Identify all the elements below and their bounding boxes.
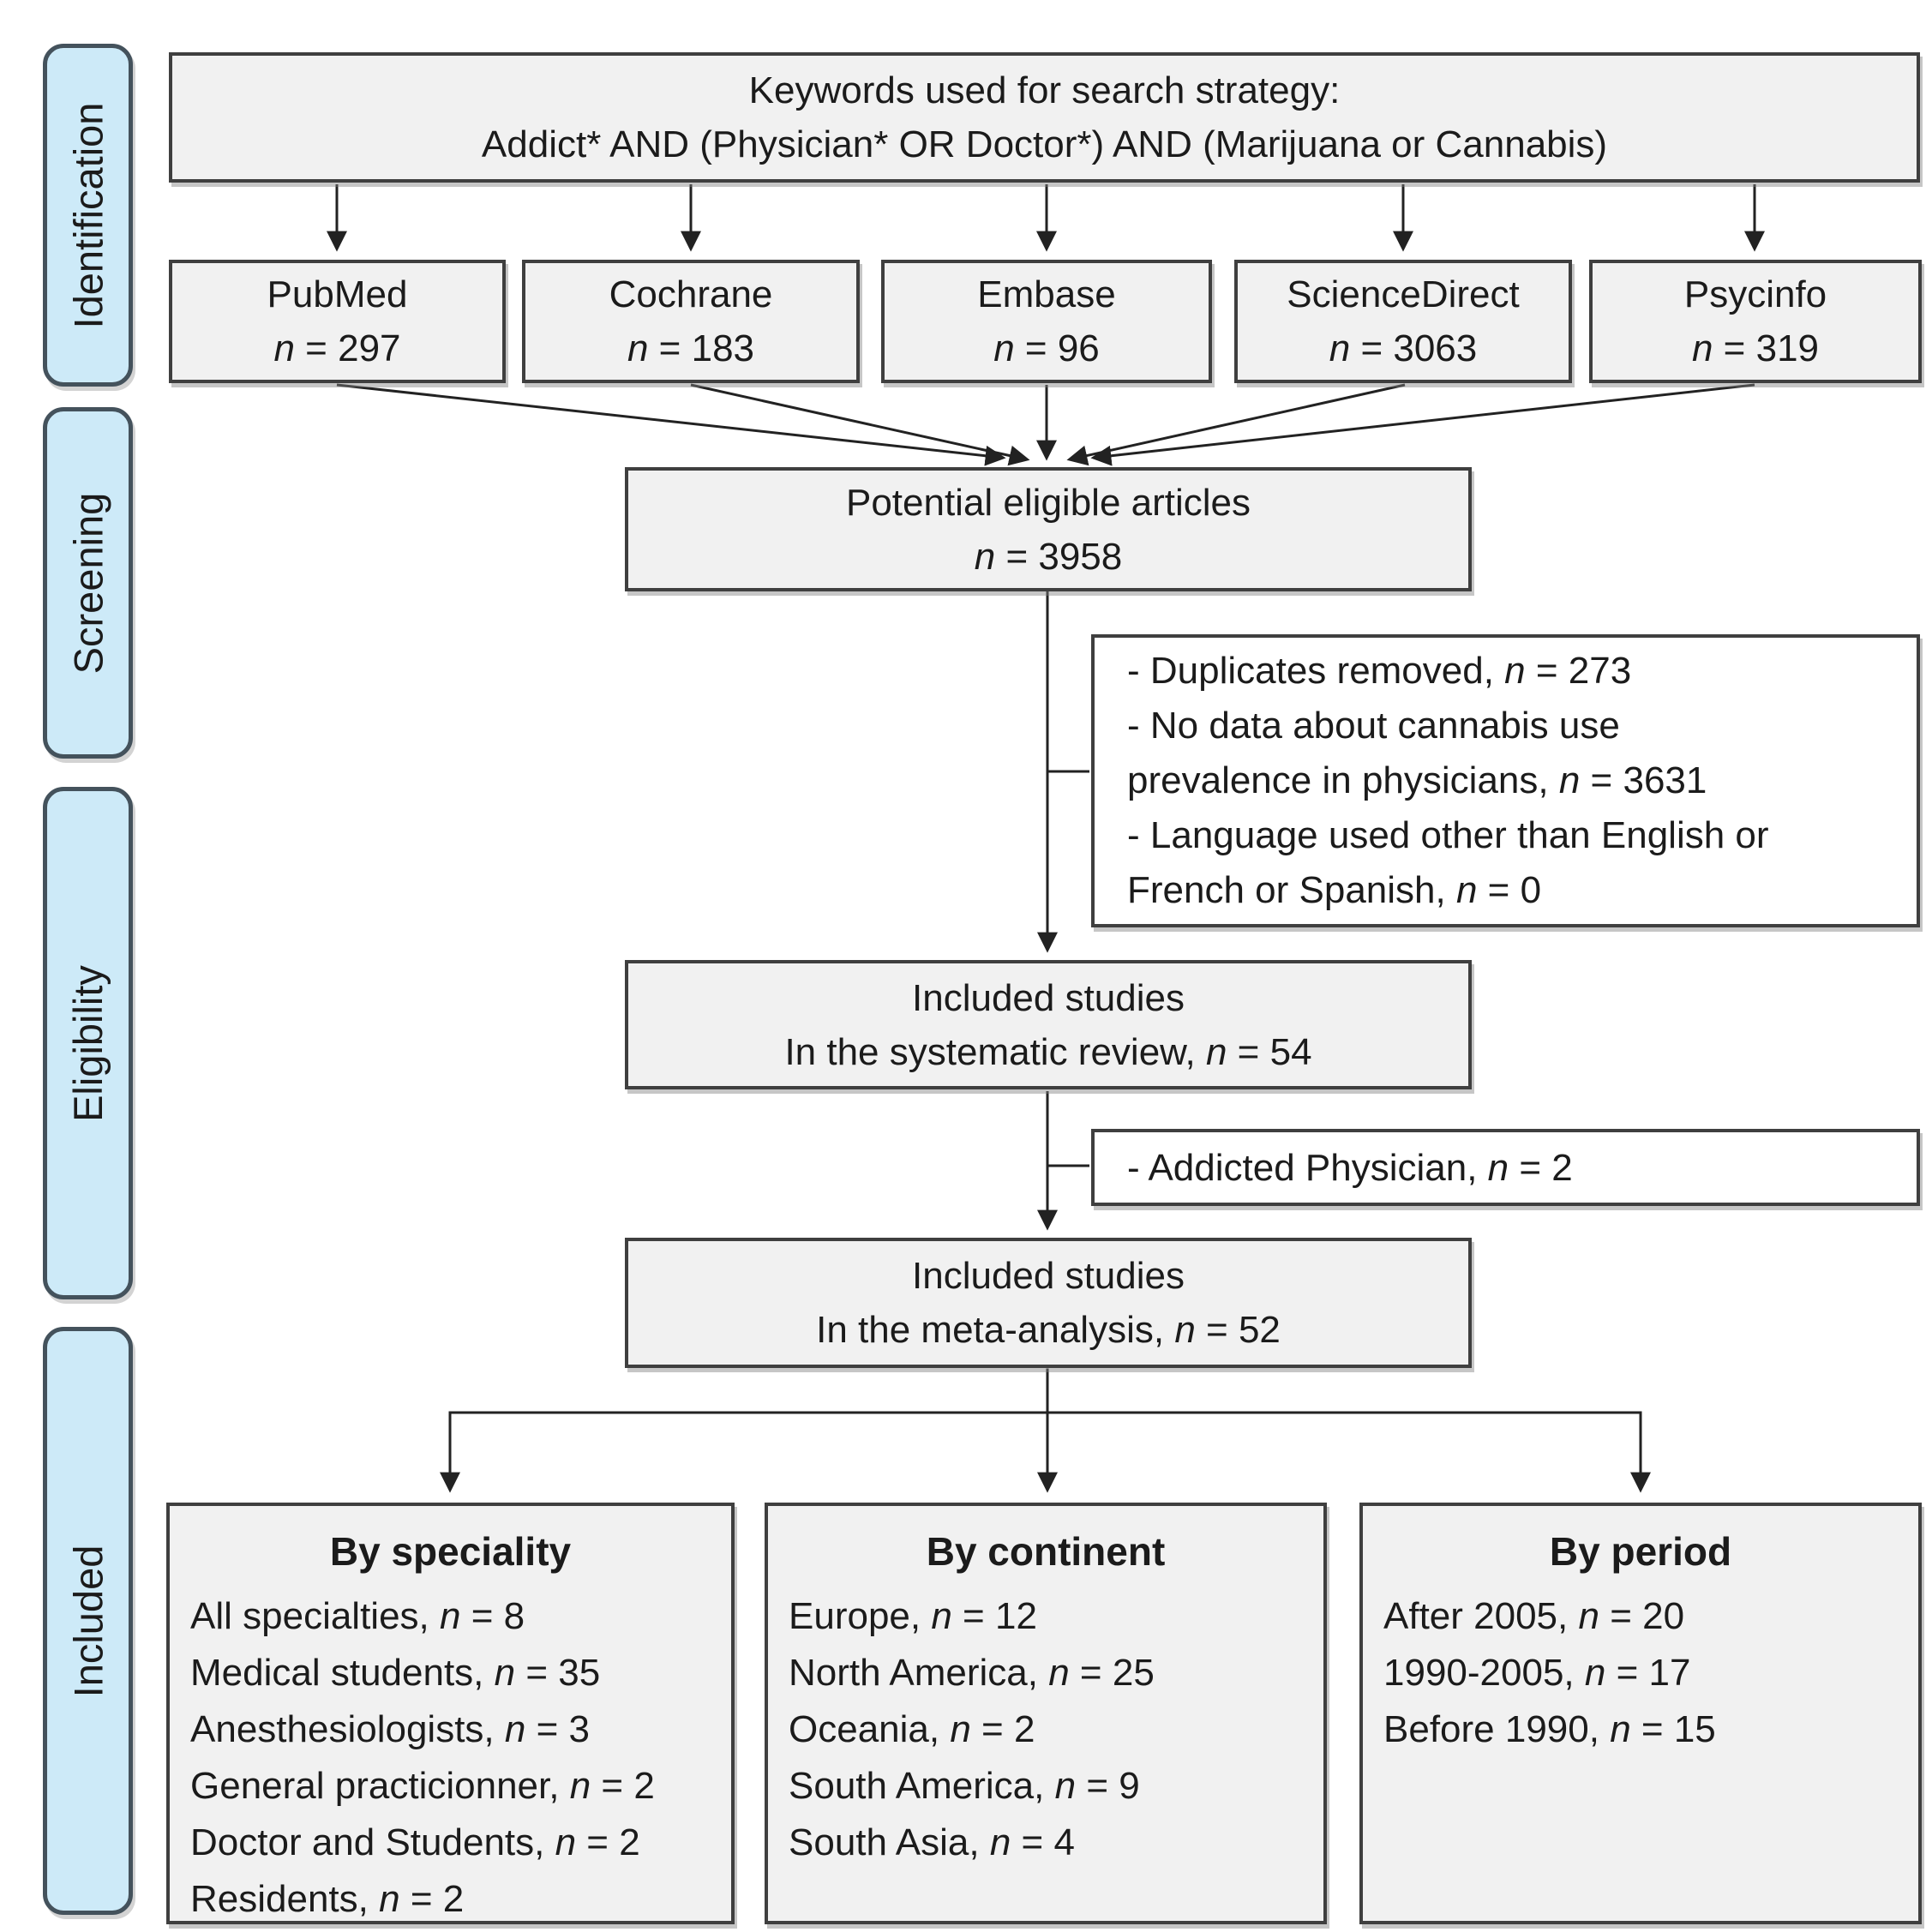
stage-identification-label: Identification bbox=[65, 102, 111, 328]
breakdown-item: Medical students, n = 35 bbox=[190, 1652, 601, 1694]
keywords-box: Keywords used for search strategy: Addic… bbox=[169, 52, 1920, 183]
database-name: Cochrane bbox=[609, 273, 773, 315]
stage-eligibility: Eligibility bbox=[43, 787, 133, 1299]
breakdown-by-speciality-box: By speciality All specialties, n = 8 Med… bbox=[166, 1503, 735, 1924]
eligible-count: n = 3958 bbox=[974, 535, 1123, 578]
database-name: PubMed bbox=[267, 273, 408, 315]
database-name: Embase bbox=[977, 273, 1116, 315]
meta-line2: In the meta-analysis, n = 52 bbox=[816, 1309, 1281, 1351]
breakdown-title: By speciality bbox=[329, 1529, 572, 1574]
breakdown-item: Anesthesiologists, n = 3 bbox=[190, 1708, 590, 1750]
keywords-line2: Addict* AND (Physician* OR Doctor*) AND … bbox=[481, 123, 1608, 165]
database-count: n = 297 bbox=[273, 327, 401, 369]
database-count: n = 96 bbox=[993, 327, 1100, 369]
systematic-review-box: Included studies In the systematic revie… bbox=[625, 960, 1472, 1089]
exclusion-line: - Language used other than English or bbox=[1127, 814, 1769, 856]
arrow-psycinfo-to-eligible bbox=[1090, 383, 1755, 466]
breakdown-item: Before 1990, n = 15 bbox=[1383, 1708, 1716, 1750]
exclusion-line: - No data about cannabis use bbox=[1127, 705, 1620, 747]
breakdown-item: Residents, n = 2 bbox=[190, 1878, 465, 1920]
breakdown-item: Europe, n = 12 bbox=[789, 1595, 1037, 1637]
eligibility-exclusion-line: - Addicted Physician, n = 2 bbox=[1127, 1146, 1573, 1189]
keywords-line1: Keywords used for search strategy: bbox=[748, 69, 1341, 111]
breakdown-title: By period bbox=[1549, 1529, 1732, 1574]
meta-line1: Included studies bbox=[912, 1255, 1185, 1297]
exclusion-line: French or Spanish, n = 0 bbox=[1127, 869, 1542, 911]
database-box-embase: Embase n = 96 bbox=[881, 260, 1212, 383]
stage-screening: Screening bbox=[43, 407, 133, 759]
database-box-psycinfo: Psycinfo n = 319 bbox=[1589, 260, 1922, 383]
arrow-pubmed-to-eligible bbox=[336, 383, 1006, 466]
exclusion-line: - Duplicates removed, n = 273 bbox=[1127, 650, 1632, 692]
meta-analysis-box: Included studies In the meta-analysis, n… bbox=[625, 1238, 1472, 1368]
systematic-line1: Included studies bbox=[912, 976, 1185, 1019]
screening-exclusions-box: - Duplicates removed, n = 273 - No data … bbox=[1091, 634, 1920, 927]
breakdown-item: South America, n = 9 bbox=[789, 1765, 1140, 1807]
arrow-cochrane-to-eligible bbox=[690, 383, 1030, 466]
database-count: n = 3063 bbox=[1329, 327, 1478, 369]
exclusion-line: prevalence in physicians, n = 3631 bbox=[1127, 759, 1707, 801]
breakdown-item: Doctor and Students, n = 2 bbox=[190, 1821, 640, 1863]
breakdown-item: Oceania, n = 2 bbox=[789, 1708, 1035, 1750]
stage-identification: Identification bbox=[43, 44, 133, 387]
breakdown-title: By continent bbox=[926, 1529, 1166, 1574]
breakdown-item: After 2005, n = 20 bbox=[1383, 1595, 1685, 1637]
arrow-sciencedirect-to-eligible bbox=[1066, 383, 1406, 466]
systematic-line2: In the systematic review, n = 54 bbox=[784, 1030, 1312, 1073]
breakdown-item: North America, n = 25 bbox=[789, 1652, 1155, 1694]
stage-eligibility-label: Eligibility bbox=[65, 964, 111, 1122]
breakdown-item: 1990-2005, n = 17 bbox=[1383, 1652, 1691, 1694]
database-box-sciencedirect: ScienceDirect n = 3063 bbox=[1234, 260, 1572, 383]
stage-included: Included bbox=[43, 1327, 133, 1915]
database-name: ScienceDirect bbox=[1287, 273, 1520, 315]
database-box-cochrane: Cochrane n = 183 bbox=[522, 260, 860, 383]
eligibility-exclusion-box: - Addicted Physician, n = 2 bbox=[1091, 1129, 1920, 1206]
database-box-pubmed: PubMed n = 297 bbox=[169, 260, 506, 383]
stage-included-label: Included bbox=[65, 1545, 111, 1697]
stage-screening-label: Screening bbox=[65, 492, 111, 674]
breakdown-item: South Asia, n = 4 bbox=[789, 1821, 1075, 1863]
breakdown-by-continent-box: By continent Europe, n = 12 North Americ… bbox=[765, 1503, 1327, 1924]
database-count: n = 183 bbox=[627, 327, 755, 369]
breakdown-by-period-box: By period After 2005, n = 20 1990-2005, … bbox=[1359, 1503, 1922, 1924]
database-name: Psycinfo bbox=[1683, 273, 1827, 315]
eligible-articles-box: Potential eligible articles n = 3958 bbox=[625, 467, 1472, 591]
breakdown-item: General practicionner, n = 2 bbox=[190, 1765, 655, 1807]
eligible-line1: Potential eligible articles bbox=[845, 481, 1251, 524]
database-count: n = 319 bbox=[1691, 327, 1820, 369]
breakdown-item: All specialties, n = 8 bbox=[190, 1595, 525, 1637]
